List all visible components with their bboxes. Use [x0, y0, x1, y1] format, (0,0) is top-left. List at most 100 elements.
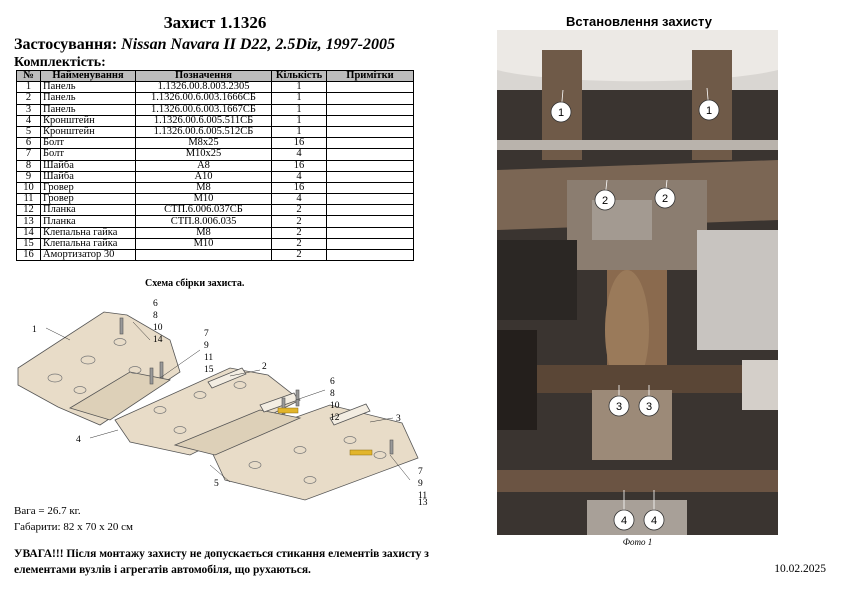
cell-number: 9: [16, 170, 41, 183]
cell-quantity: 1: [271, 103, 327, 116]
photo-marker-2a: 2: [602, 195, 608, 207]
bracket-13b-shape: [329, 403, 371, 426]
col-quantity: Кількість: [271, 69, 327, 83]
callout-g2-d: 15: [204, 365, 214, 375]
cell-notes: [326, 248, 414, 262]
cell-quantity: 2: [271, 204, 327, 217]
cell-number: 10: [16, 181, 41, 195]
cell-name: Панель: [40, 92, 136, 105]
cell-name: Панель: [40, 81, 136, 94]
installation-photo: 1 1 2 2 3 3 4 4: [497, 30, 778, 535]
cell-number: 13: [16, 215, 41, 228]
kit-label: Комплектість:: [14, 55, 106, 70]
table-header-row: № Найменування Позначення Кількість Прим…: [16, 69, 414, 83]
installation-title: Встановлення захисту: [566, 14, 712, 29]
assembly-diagram: 1 2 3 4 5 6 8 10 14 7 9 11 15 6 8 10 12 …: [17, 299, 427, 501]
cell-notes: [326, 114, 414, 127]
dimensions-spec: Габарити: 82 х 70 х 20 см: [14, 521, 133, 533]
cell-number: 1: [16, 81, 41, 94]
cell-notes: [326, 215, 414, 228]
vehicle-model: Nissan Navara II D22, 2.5Diz, 1997-2005: [121, 36, 395, 53]
callout-panel-1: 1: [32, 325, 37, 335]
cell-notes: [326, 125, 414, 139]
photo-caption: Фото 1: [622, 537, 653, 547]
cell-name: Гровер: [40, 181, 136, 195]
cell-number: 14: [16, 226, 41, 239]
callout-panel-2: 2: [262, 362, 267, 372]
cell-designation: 1.1326.00.6.003.1666СБ: [135, 92, 272, 105]
cell-quantity: 16: [271, 137, 327, 150]
cell-name: Амортизатор 30: [40, 248, 136, 262]
cell-designation: 1.1326.00.8.003.2305: [135, 81, 272, 94]
cell-name: Кронштейн: [40, 125, 136, 139]
cell-name: Клепальна гайка: [40, 237, 136, 251]
callout-panel-4: 4: [76, 435, 81, 445]
cell-name: Панель: [40, 103, 136, 116]
cell-designation: М8х25: [135, 137, 272, 150]
col-notes: Примітки: [326, 69, 414, 83]
cell-quantity: 16: [271, 159, 327, 172]
photo-marker-3b: 3: [646, 401, 652, 413]
callout-g1-b: 8: [153, 311, 158, 321]
photo-marker-3a: 3: [616, 401, 622, 413]
photo-marker-4a: 4: [621, 515, 627, 527]
cell-designation: СТП.8.006.035: [135, 215, 272, 228]
warning-text: УВАГА!!! Після монтажу захисту не допуск…: [14, 548, 429, 576]
cell-designation: М8: [135, 181, 272, 195]
callout-g3-a: 6: [330, 377, 335, 387]
cell-number: 16: [16, 248, 41, 262]
photo-marker-1b: 1: [706, 105, 712, 117]
cell-number: 11: [16, 193, 41, 206]
callout-g4-b: 9: [418, 479, 423, 489]
cell-quantity: 1: [271, 92, 327, 105]
cell-notes: [326, 193, 414, 206]
cell-designation: А10: [135, 170, 272, 183]
panel-4-shape: [69, 371, 172, 421]
photo-marker-2b: 2: [662, 193, 668, 205]
cell-quantity: 4: [271, 170, 327, 183]
cell-designation: [135, 248, 272, 262]
cell-designation: СТП.6.006.037СБ: [135, 204, 272, 217]
cell-name: Болт: [40, 137, 136, 150]
cell-notes: [326, 103, 414, 116]
callout-g2-a: 7: [204, 329, 209, 339]
cell-quantity: 16: [271, 181, 327, 195]
cell-designation: А8: [135, 159, 272, 172]
photo-marker-4b: 4: [651, 515, 657, 527]
cell-notes: [326, 81, 414, 94]
scheme-title: Схема сбірки захиста.: [145, 278, 245, 289]
parts-table: № Найменування Позначення Кількість Прим…: [16, 69, 414, 262]
cell-notes: [326, 148, 414, 161]
callout-g1-c: 10: [153, 323, 163, 333]
bracket-12-shape: [207, 367, 247, 389]
callout-g2-b: 9: [204, 341, 209, 351]
cell-notes: [326, 226, 414, 239]
cell-name: Кронштейн: [40, 114, 136, 127]
application-label: Застосування:: [14, 36, 118, 53]
cell-designation: М10: [135, 193, 272, 206]
callout-g4-d: 13: [418, 498, 428, 508]
cell-name: Гровер: [40, 193, 136, 206]
cell-notes: [326, 204, 414, 217]
cell-number: 2: [16, 92, 41, 105]
application-line: Застосування: Nissan Navara II D22, 2.5D…: [14, 36, 395, 54]
cell-quantity: 1: [271, 125, 327, 139]
cell-number: 4: [16, 114, 41, 127]
cell-notes: [326, 159, 414, 172]
cell-name: Шайба: [40, 170, 136, 183]
panel-5-shape: [173, 409, 302, 456]
cell-name: Шайба: [40, 159, 136, 172]
